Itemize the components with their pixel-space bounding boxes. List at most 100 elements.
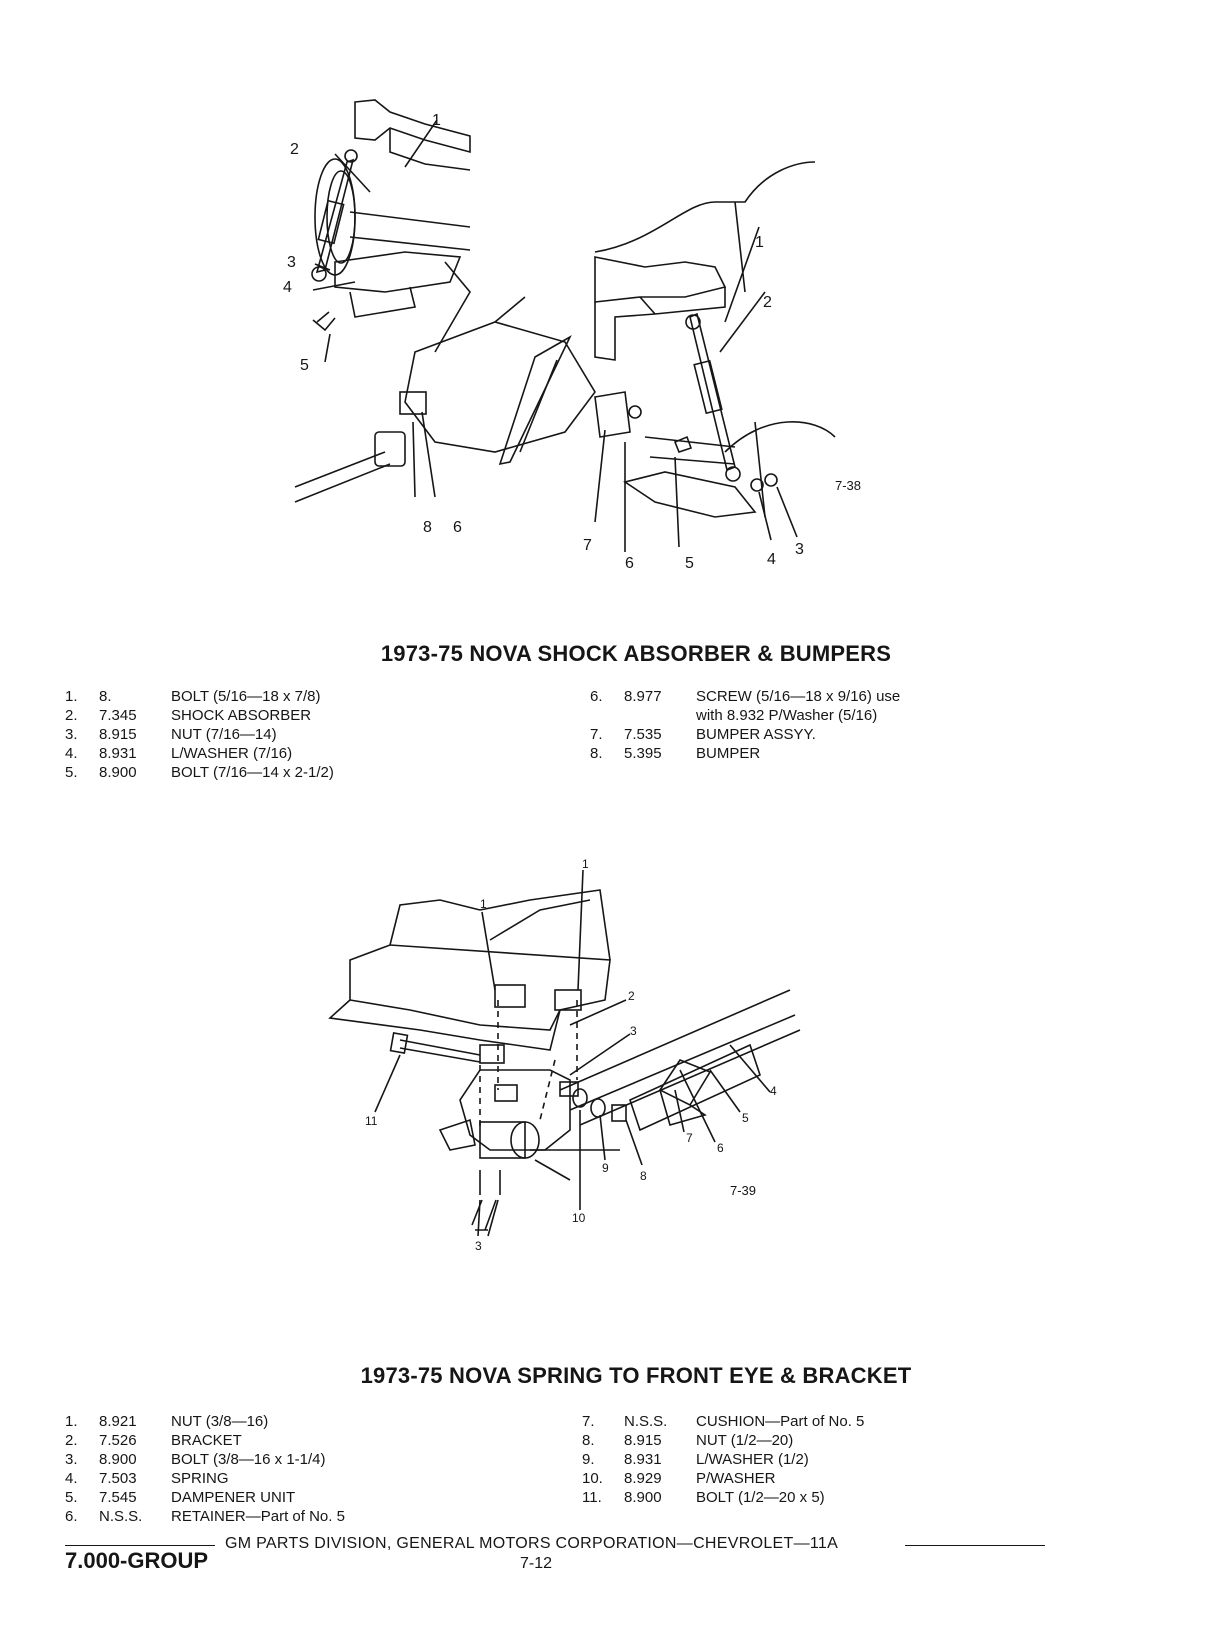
part-number: 8.931 [624, 1451, 662, 1468]
item-number: 7. [590, 726, 603, 743]
part-number: 7.345 [99, 707, 137, 724]
part-description: SPRING [171, 1470, 229, 1487]
callout-3: 3 [630, 1024, 637, 1038]
nut-clip [554, 989, 582, 1011]
figure-number: 7-39 [730, 1183, 756, 1198]
group-label: 7.000-GROUP [65, 1548, 209, 1573]
part-number: 8.921 [99, 1413, 137, 1430]
item-number: 4. [65, 745, 78, 762]
spring-bracket-diagram: 1 1 2 3 4 5 6 7 8 9 10 11 3 7-39 [328, 857, 801, 1253]
callout-3: 3 [287, 254, 296, 271]
part-description: RETAINER—Part of No. 5 [171, 1508, 345, 1525]
callout-4: 4 [770, 1084, 777, 1098]
body-panel [594, 161, 816, 293]
part-description: BRACKET [171, 1432, 242, 1449]
section-title-shock-absorber: 1973-75 NOVA SHOCK ABSORBER & BUMPERS [380, 641, 892, 666]
part-description: BOLT (7/16—14 x 2-1/2) [171, 764, 334, 781]
nut [611, 1104, 627, 1122]
callout-5-right: 5 [685, 555, 694, 572]
callout-5: 5 [300, 357, 309, 374]
frame-rail-left [354, 99, 471, 154]
callout-9: 9 [602, 1161, 609, 1175]
item-number: 1. [65, 688, 78, 705]
list-item: 9. 8.931 L/WASHER (1/2) [582, 1450, 1002, 1469]
part-description: SHOCK ABSORBER [171, 707, 312, 724]
item-number: 2. [65, 1432, 78, 1449]
callout-4-right: 4 [767, 551, 776, 568]
part-description: BUMPER ASSYY. [696, 726, 816, 743]
part-description: P/WASHER [696, 1470, 776, 1487]
part-number: 8.900 [99, 1451, 137, 1468]
part-number: 8.915 [99, 726, 137, 743]
frame-rail-right [594, 256, 727, 303]
bracket [459, 1069, 571, 1151]
washer [572, 1088, 588, 1108]
part-number: 8.900 [624, 1489, 662, 1506]
callout-11: 11 [365, 1114, 378, 1128]
part-number: 8.900 [99, 764, 137, 781]
propeller-shaft [294, 451, 391, 503]
list-item: 1.8.BOLT (5/16—18 x 7/8) [65, 687, 565, 706]
leaf-spring [559, 989, 801, 1126]
callout-2: 2 [290, 141, 299, 158]
floor-pan [349, 944, 611, 1031]
footer-publisher: GM PARTS DIVISION, GENERAL MOTORS CORPOR… [225, 1535, 839, 1552]
item-number: 9. [582, 1451, 595, 1468]
part-number: 8.929 [624, 1470, 662, 1487]
item-number: 8. [590, 745, 603, 762]
item-number: 5. [65, 1489, 78, 1506]
part-description: BOLT (3/8—16 x 1-1/4) [171, 1451, 326, 1468]
callout-10: 10 [572, 1211, 586, 1225]
part-number: 8.931 [99, 745, 137, 762]
item-number: 8. [582, 1432, 595, 1449]
item-number: 11. [582, 1489, 602, 1506]
callout-3-lower: 3 [475, 1239, 482, 1253]
part-description: NUT (3/8—16) [171, 1413, 269, 1430]
item-number: 6. [65, 1508, 78, 1525]
callout-1: 1 [432, 112, 441, 129]
item-number: 5. [65, 764, 78, 781]
callout-7: 7 [686, 1131, 693, 1145]
part-description: SCREW (5/16—18 x 9/16) use [696, 688, 901, 705]
callout-6: 6 [453, 519, 462, 536]
nut-clip [479, 1044, 505, 1064]
part-number: 5.395 [624, 745, 662, 762]
part-description: DAMPENER UNIT [171, 1489, 296, 1506]
list-item: 11. 8.900 BOLT (1/2—20 x 5) [582, 1488, 1002, 1507]
section-title-spring-bracket: 1973-75 NOVA SPRING TO FRONT EYE & BRACK… [360, 1363, 912, 1388]
bolt-long [399, 1039, 481, 1063]
part-description: BOLT (1/2—20 x 5) [696, 1489, 825, 1506]
part-description: CUSHION—Part of No. 5 [696, 1413, 865, 1430]
part-number: 7.503 [99, 1470, 137, 1487]
shock-absorber-diagram: 1 2 3 4 5 1 2 3 4 5 6 7 8 6 7-38 [283, 99, 861, 572]
bolt-left [312, 311, 336, 332]
callout-2-right: 2 [763, 294, 772, 311]
part-description: L/WASHER (1/2) [696, 1451, 809, 1468]
callout-8: 8 [423, 519, 432, 536]
list-item: 5. 8.900 BOLT (7/16—14 x 2-1/2) [65, 763, 565, 782]
spring-plate-right [623, 471, 757, 518]
frame-crossmember [498, 335, 572, 466]
item-number: 7. [582, 1413, 595, 1430]
part-description: NUT (7/16—14) [171, 726, 277, 743]
footer-rule-left [65, 1545, 215, 1546]
callout-6-right: 6 [625, 555, 634, 572]
bumper-assy-right [594, 391, 631, 438]
cushion-body [479, 1121, 526, 1159]
part-number: 8.977 [624, 688, 662, 705]
callout-1-right: 1 [755, 234, 764, 251]
bolt-lower [479, 1170, 501, 1195]
part-description: NUT (1/2—20) [696, 1432, 794, 1449]
